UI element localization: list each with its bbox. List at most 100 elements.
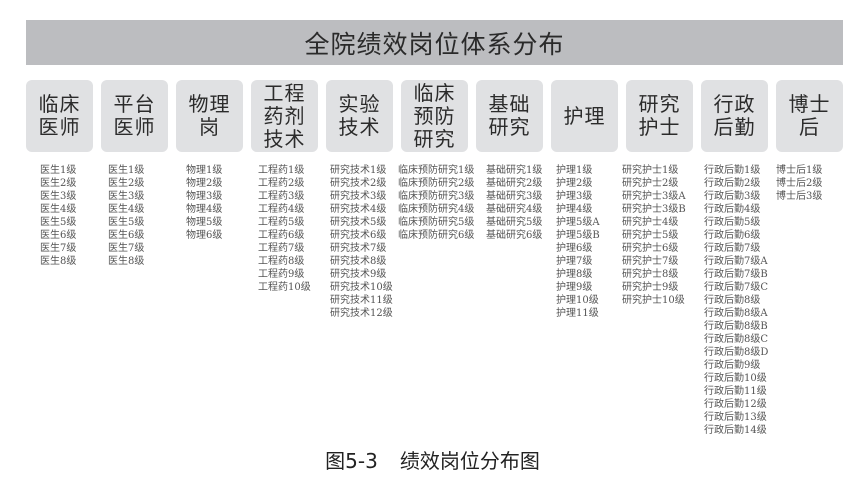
level-item: 护理4级	[556, 204, 593, 215]
level-item: 医生3级	[108, 191, 145, 202]
category-label-line: 物理	[188, 92, 231, 116]
level-list: 临床预防研究1级临床预防研究2级临床预防研究3级临床预防研究4级临床预防研究5级…	[398, 164, 474, 242]
level-item: 行政后勤4级	[704, 204, 761, 215]
level-item: 物理4级	[186, 204, 223, 215]
level-item: 工程药7级	[258, 243, 305, 254]
category-box: 研究护士	[626, 80, 693, 152]
category-label-line: 护士	[638, 115, 681, 139]
level-item: 工程药4级	[258, 204, 305, 215]
level-item: 行政后勤7级C	[704, 282, 769, 293]
level-item: 研究技术12级	[330, 308, 393, 319]
level-item: 护理1级	[556, 165, 593, 176]
level-item: 医生2级	[108, 178, 145, 189]
level-item: 行政后勤8级	[704, 295, 761, 306]
level-item: 医生3级	[40, 191, 77, 202]
category-label-line: 岗	[199, 115, 220, 139]
level-item: 基础研究1级	[486, 165, 543, 176]
level-item: 护理8级	[556, 269, 593, 280]
level-item: 研究技术4级	[330, 204, 387, 215]
level-list: 工程药1级工程药2级工程药3级工程药4级工程药5级工程药6级工程药7级工程药8级…	[258, 164, 311, 294]
level-item: 医生4级	[40, 204, 77, 215]
category-label-line: 研究	[638, 92, 681, 116]
level-item: 基础研究6级	[486, 230, 543, 241]
level-item: 研究技术1级	[330, 165, 387, 176]
level-item: 物理5级	[186, 217, 223, 228]
level-item: 医生8级	[40, 256, 77, 267]
level-item: 工程药9级	[258, 269, 305, 280]
level-item: 基础研究5级	[486, 217, 543, 228]
level-item: 工程药3级	[258, 191, 305, 202]
diagram-title: 全院绩效岗位体系分布	[304, 29, 565, 59]
level-item: 基础研究3级	[486, 191, 543, 202]
level-item: 基础研究2级	[486, 178, 543, 189]
level-item: 工程药1级	[258, 165, 305, 176]
level-item: 医生8级	[108, 256, 145, 267]
level-item: 临床预防研究1级	[398, 165, 475, 176]
level-item: 物理6级	[186, 230, 223, 241]
category-label-line: 基础	[488, 92, 531, 116]
category-box: 平台医师	[101, 80, 168, 152]
category-box: 实验技术	[326, 80, 393, 152]
level-list: 医生1级医生2级医生3级医生4级医生5级医生6级医生7级医生8级	[40, 164, 76, 268]
level-item: 行政后勤10级	[704, 373, 767, 384]
level-item: 研究技术2级	[330, 178, 387, 189]
level-item: 研究护士10级	[622, 295, 685, 306]
level-item: 工程药6级	[258, 230, 305, 241]
title-banner: 全院绩效岗位体系分布	[26, 20, 843, 65]
category-box: 博士后	[776, 80, 843, 152]
level-list: 医生1级医生2级医生3级医生4级医生5级医生6级医生7级医生8级	[108, 164, 144, 268]
level-item: 护理7级	[556, 256, 593, 267]
level-item: 基础研究4级	[486, 204, 543, 215]
category-box: 基础研究	[476, 80, 543, 152]
category-label-line: 护理	[563, 103, 606, 128]
level-item: 医生1级	[108, 165, 145, 176]
category-label-line: 实验	[338, 92, 381, 116]
category-label-line: 预防	[413, 103, 456, 128]
category-label-line: 医师	[38, 115, 81, 139]
category-box: 行政后勤	[701, 80, 768, 152]
level-item: 行政后勤6级	[704, 230, 761, 241]
level-item: 研究护士3级B	[622, 204, 686, 215]
level-item: 研究护士7级	[622, 256, 679, 267]
category-box: 护理	[551, 80, 618, 152]
level-item: 行政后勤2级	[704, 178, 761, 189]
level-item: 行政后勤7级	[704, 243, 761, 254]
level-item: 行政后勤7级B	[704, 269, 768, 280]
level-item: 工程药5级	[258, 217, 305, 228]
level-item: 行政后勤14级	[704, 425, 767, 436]
level-item: 研究技术5级	[330, 217, 387, 228]
level-item: 博士后2级	[776, 178, 823, 189]
level-item: 工程药8级	[258, 256, 305, 267]
level-list: 基础研究1级基础研究2级基础研究3级基础研究4级基础研究5级基础研究6级	[486, 164, 542, 242]
level-item: 医生6级	[40, 230, 77, 241]
level-item: 行政后勤13级	[704, 412, 767, 423]
level-item: 医生1级	[40, 165, 77, 176]
figure-number: 图5-3	[325, 449, 378, 473]
category-label-line: 药剂	[263, 103, 306, 128]
level-item: 医生5级	[108, 217, 145, 228]
category-label-line: 行政	[713, 92, 756, 116]
level-item: 医生4级	[108, 204, 145, 215]
level-item: 临床预防研究6级	[398, 230, 475, 241]
level-item: 工程药2级	[258, 178, 305, 189]
level-item: 护理3级	[556, 191, 593, 202]
level-item: 研究护士4级	[622, 217, 679, 228]
level-item: 行政后勤7级A	[704, 256, 768, 267]
category-box: 工程药剂技术	[251, 80, 318, 152]
category-label-line: 博士	[788, 92, 831, 116]
level-item: 研究护士9级	[622, 282, 679, 293]
level-list: 行政后勤1级行政后勤2级行政后勤3级行政后勤4级行政后勤5级行政后勤6级行政后勤…	[704, 164, 768, 437]
level-item: 临床预防研究4级	[398, 204, 475, 215]
level-item: 临床预防研究2级	[398, 178, 475, 189]
level-item: 行政后勤5级	[704, 217, 761, 228]
category-label-line: 后	[799, 115, 820, 139]
level-item: 博士后3级	[776, 191, 823, 202]
level-item: 医生5级	[40, 217, 77, 228]
level-item: 行政后勤3级	[704, 191, 761, 202]
level-item: 研究护士1级	[622, 165, 679, 176]
level-item: 研究护士3级A	[622, 191, 686, 202]
level-item: 行政后勤8级C	[704, 334, 769, 345]
